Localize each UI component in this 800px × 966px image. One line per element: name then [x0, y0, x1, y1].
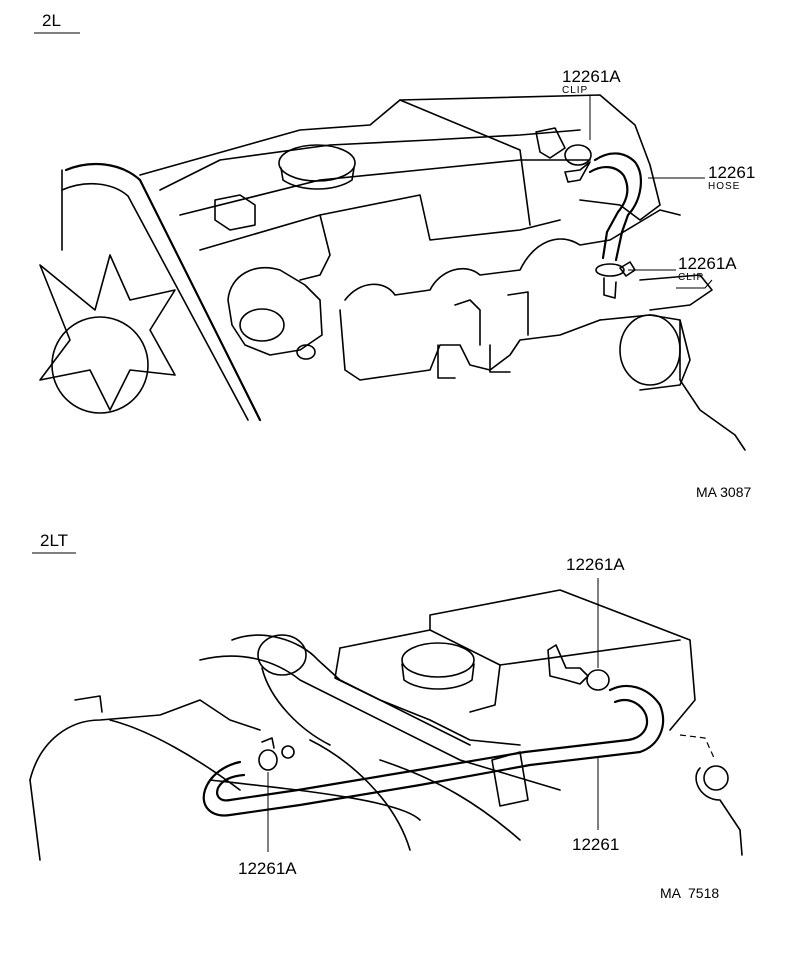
callout-clip-upper: 12261A CLIP [562, 67, 621, 96]
section-label-2l: 2L [42, 11, 61, 30]
part-description: CLIP [562, 85, 588, 96]
part-description: CLIP [678, 272, 704, 283]
part-number: 12261 [708, 163, 755, 182]
part-number: 12261 [572, 835, 619, 854]
intake-pipe [199, 655, 561, 791]
pcv-hose [202, 684, 665, 817]
clip-lower [258, 749, 278, 771]
water-outlet [227, 266, 323, 356]
oil-filler-cap [278, 144, 356, 182]
callout-hose: 12261 HOSE [708, 163, 755, 192]
part-number: 12261A [678, 254, 737, 273]
part-description: HOSE [708, 181, 740, 192]
engine-drawing-2lt [29, 589, 743, 861]
callout-clip-lower: 12261A [238, 859, 297, 878]
clip-upper [564, 144, 592, 166]
clip-upper [586, 669, 610, 691]
callout-clip-lower: 12261A CLIP [678, 254, 737, 283]
clip-lower [595, 263, 625, 277]
pcv-hose [593, 152, 642, 262]
oil-filler-cap [401, 642, 475, 678]
engine-drawing-2l [39, 94, 746, 451]
drawing-code: MA 7518 [660, 885, 719, 901]
hose-band [491, 751, 529, 807]
drawing-code: MA 3087 [696, 484, 751, 500]
section-label-2lt: 2LT [40, 531, 68, 550]
part-number: 12261A [562, 67, 621, 86]
fan-belt [64, 162, 262, 422]
callout-hose: 12261 [572, 835, 619, 854]
callout-clip-upper: 12261A [566, 555, 625, 574]
section-2l: 2L [34, 11, 755, 500]
intake-manifold [344, 209, 681, 301]
section-2lt: 2LT [29, 531, 743, 901]
part-number: 12261A [566, 555, 625, 574]
cylinder-head-cover [139, 94, 661, 221]
fan-hub [51, 316, 149, 414]
throttle-body [619, 314, 681, 386]
cooling-fan [39, 254, 176, 411]
part-number: 12261A [238, 859, 297, 878]
